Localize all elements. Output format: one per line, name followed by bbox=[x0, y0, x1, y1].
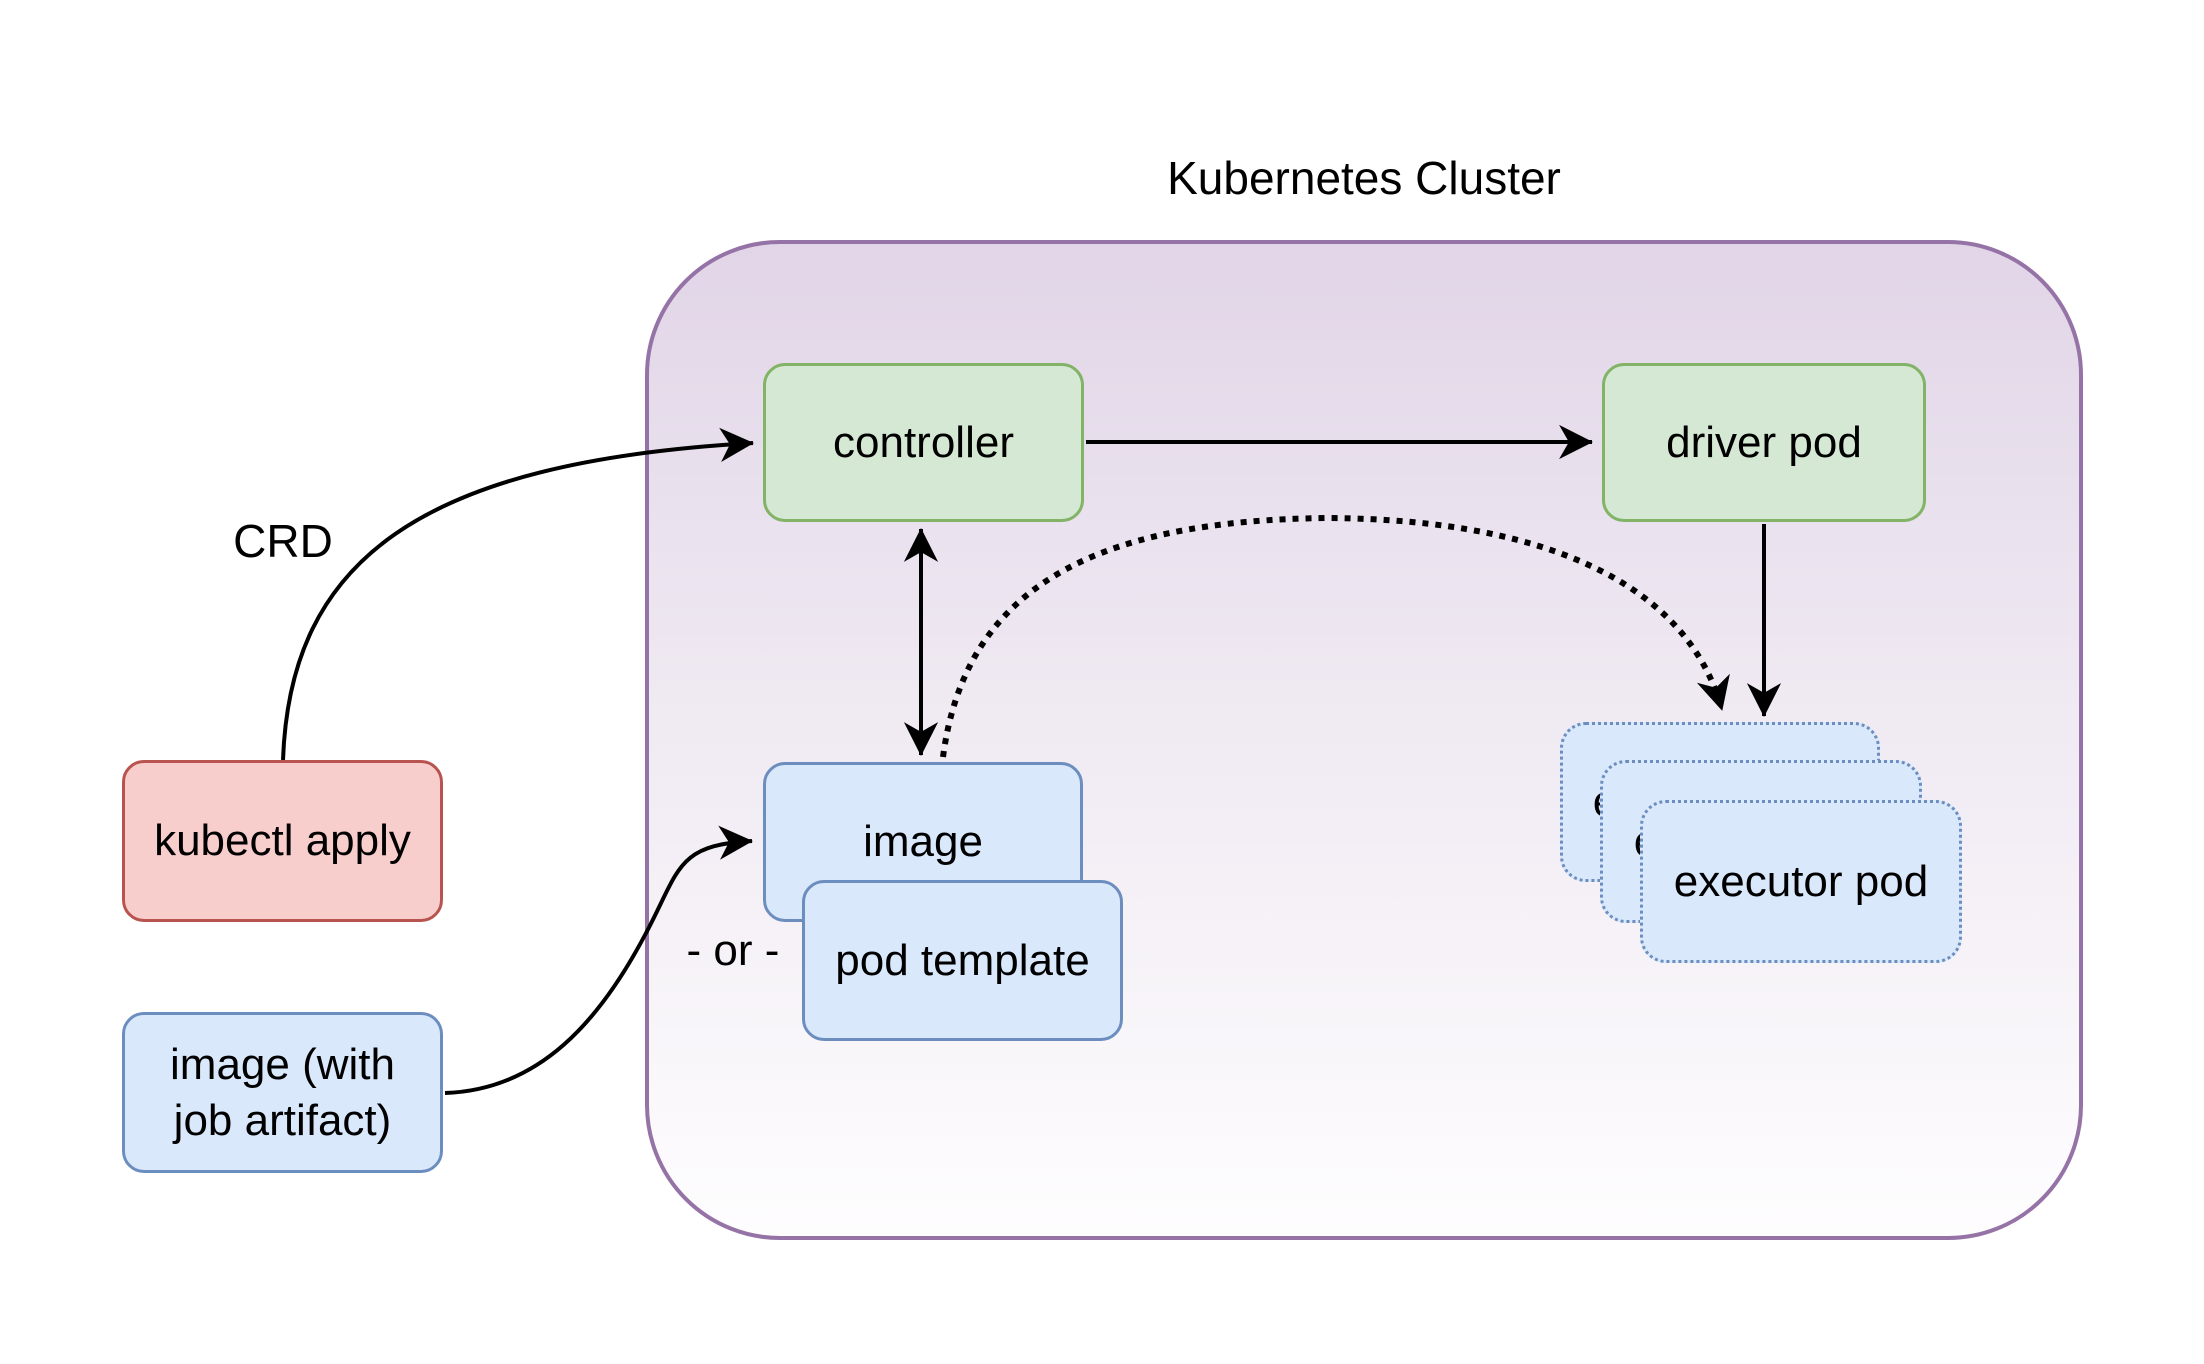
node-image-with-job-artifact: image (with job artifact) bbox=[122, 1012, 443, 1173]
node-pod-template: pod template bbox=[802, 880, 1123, 1041]
node-driver-pod: driver pod bbox=[1602, 363, 1926, 522]
diagram-title: Kubernetes Cluster bbox=[1167, 152, 1561, 204]
arrow-crd bbox=[281, 427, 754, 761]
arrow-artifact-image bbox=[444, 825, 753, 1095]
node-image-with-job-artifact-label: image (with job artifact) bbox=[170, 1039, 395, 1145]
node-executor-pod-front-label: executor pod bbox=[1673, 856, 1929, 906]
node-controller: controller bbox=[763, 363, 1084, 522]
node-executor-pod-front: executor pod bbox=[1640, 800, 1962, 963]
node-kubectl-apply-label: kubectl apply bbox=[154, 816, 411, 865]
node-image-label: image bbox=[863, 817, 983, 866]
label-or: - or - bbox=[686, 926, 780, 975]
node-pod-template-label: pod template bbox=[835, 935, 1090, 985]
label-crd: CRD bbox=[233, 515, 333, 567]
node-controller-label: controller bbox=[833, 417, 1014, 467]
node-driver-pod-label: driver pod bbox=[1666, 417, 1862, 467]
node-kubectl-apply: kubectl apply bbox=[122, 760, 443, 922]
